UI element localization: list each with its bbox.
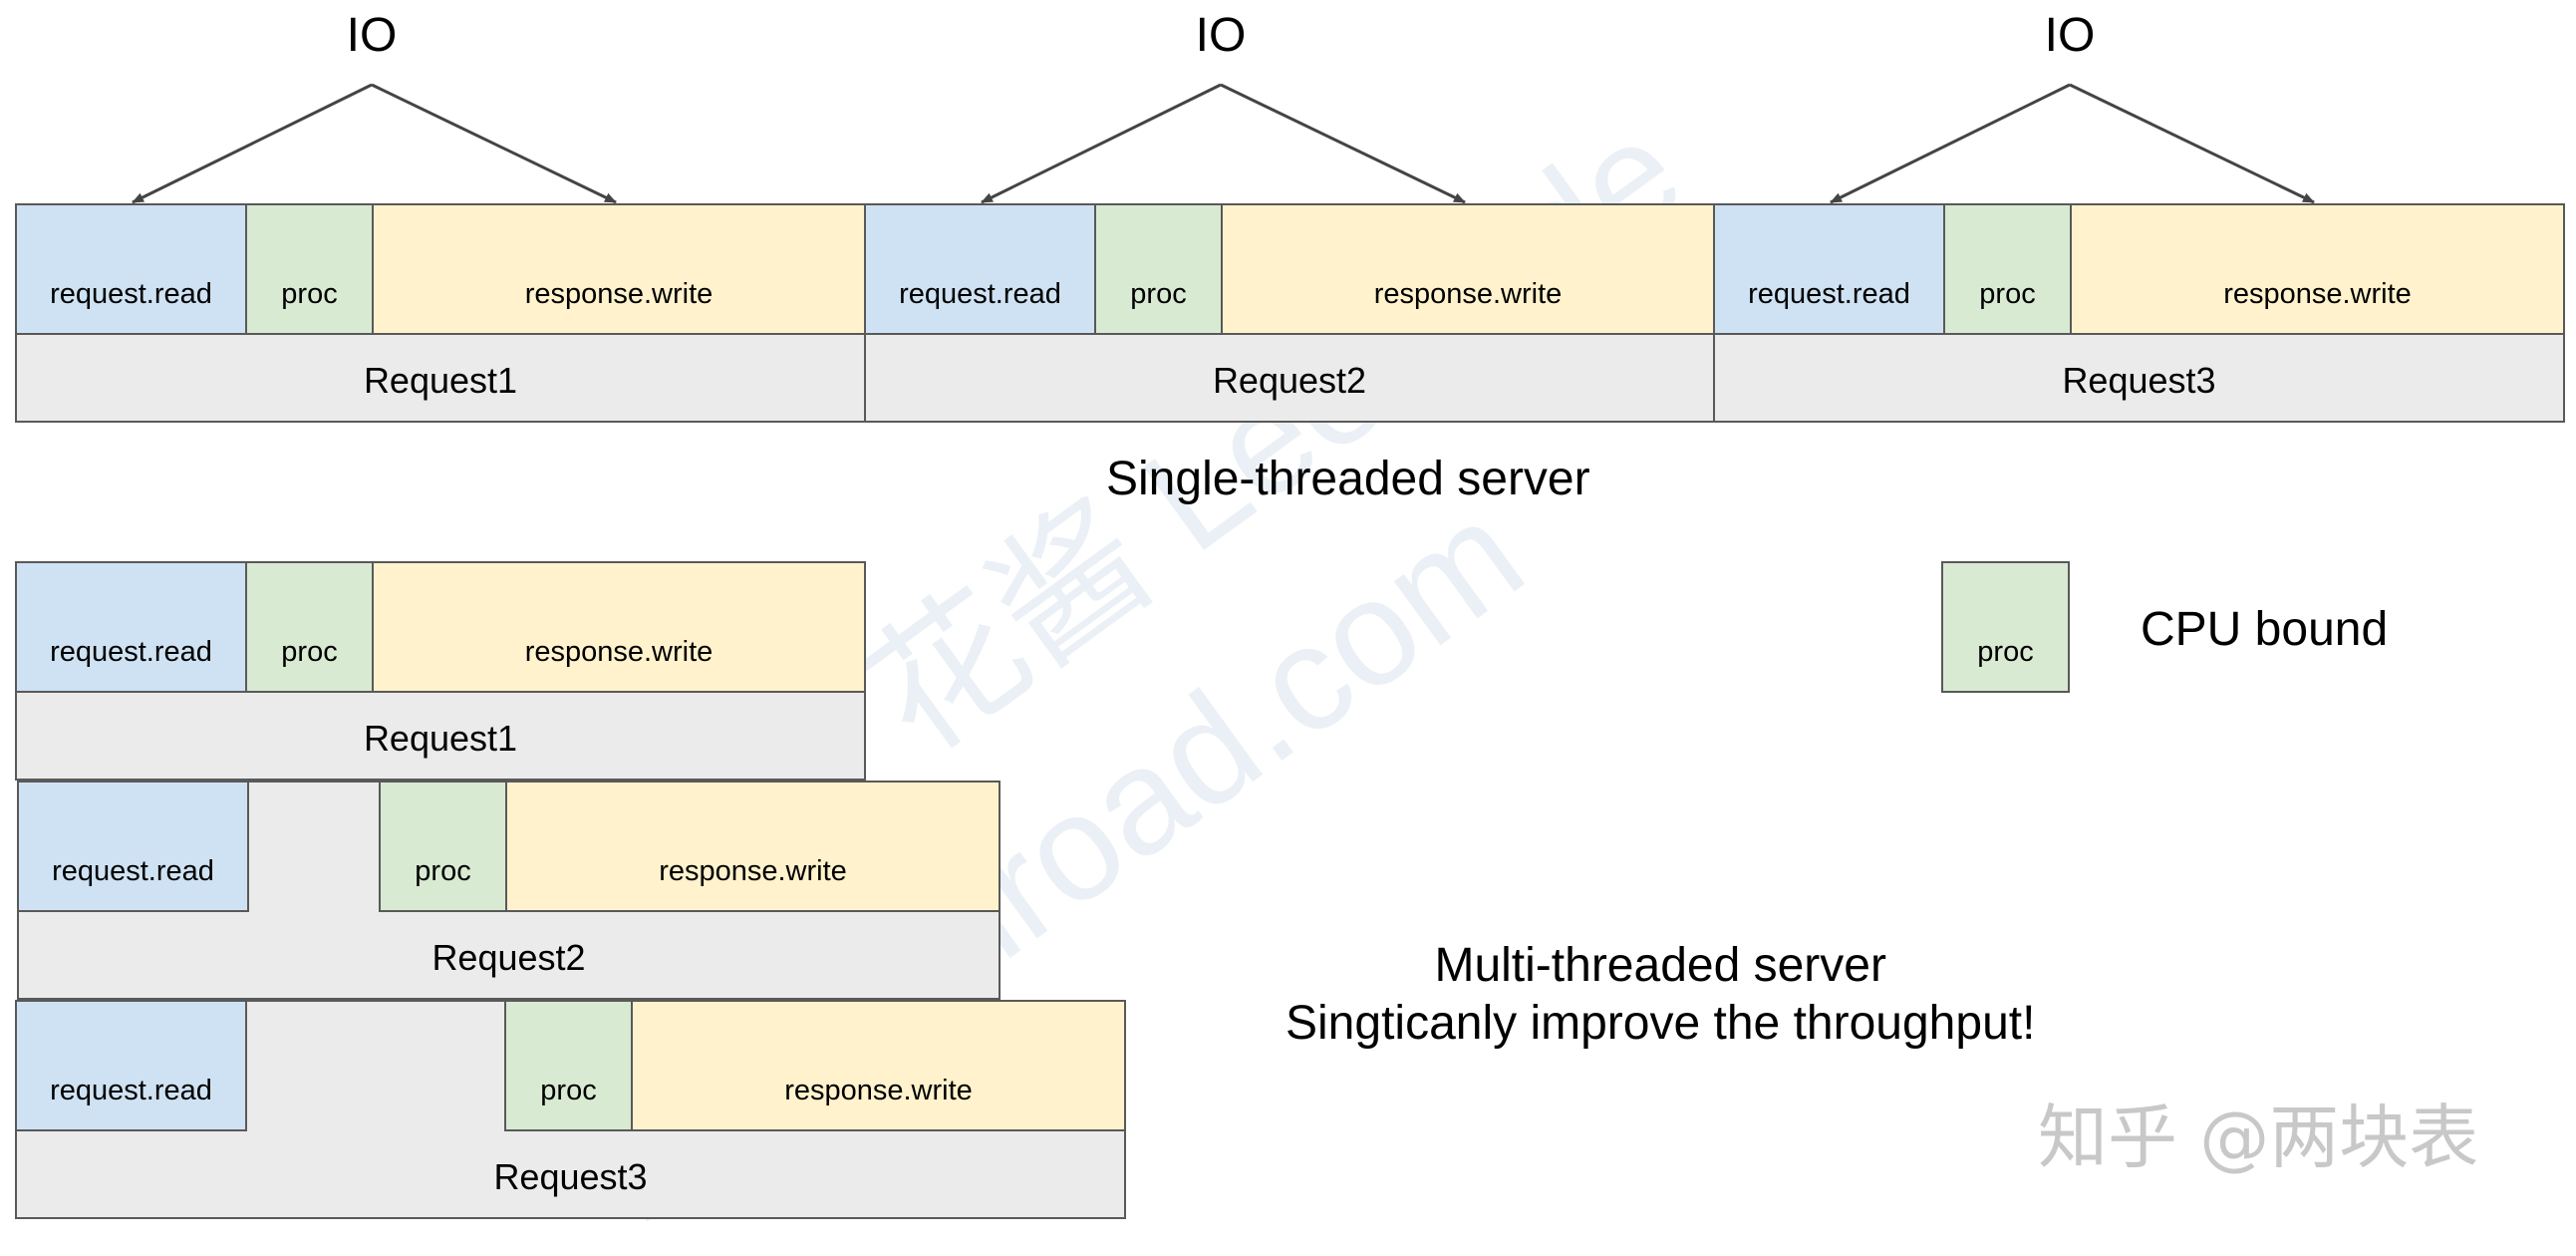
request-read-block: request.read: [17, 781, 249, 912]
response-write-block: response.write: [2070, 203, 2565, 335]
proc-block: proc: [245, 203, 374, 335]
request-read-block: request.read: [15, 203, 247, 335]
legend-cpu-bound-label: CPU bound: [2141, 603, 2389, 656]
watermark-zhihu: 知乎 @两块表: [2038, 1097, 2479, 1178]
multi-threaded-caption-line1: Multi-threaded server: [1434, 939, 1886, 992]
io-arrow-3-right: [2069, 83, 2315, 204]
request-read-block: request.read: [15, 1000, 247, 1131]
multi-threaded-caption: Multi-threaded server Singticanly improv…: [1286, 937, 2035, 1052]
io-arrow-1-right: [371, 83, 617, 204]
io-label-1: IO: [346, 9, 398, 62]
proc-block: proc: [1094, 203, 1223, 335]
multi-threaded-caption-line2: Singticanly improve the throughput!: [1286, 996, 2036, 1050]
request-read-block: request.read: [864, 203, 1096, 335]
response-write-block: response.write: [505, 781, 1001, 912]
request-label-1: Request1: [363, 360, 518, 401]
proc-block: proc: [245, 561, 374, 693]
request-label-3: Request3: [493, 1156, 648, 1197]
request-label-1: Request1: [363, 718, 518, 759]
io-arrow-2-right: [1220, 83, 1466, 204]
response-write-block: response.write: [372, 561, 866, 693]
response-write-block: response.write: [1221, 203, 1715, 335]
io-label-2: IO: [1195, 9, 1247, 62]
proc-block: proc: [504, 1000, 633, 1131]
proc-block: proc: [379, 781, 507, 912]
request-label-2: Request2: [431, 937, 586, 978]
io-arrow-3-left: [1830, 83, 2071, 204]
request-label-3: Request3: [2062, 360, 2216, 401]
response-write-block: response.write: [372, 203, 866, 335]
legend-proc-swatch: proc: [1941, 561, 2070, 693]
request-read-block: request.read: [15, 561, 247, 693]
request-label-2: Request2: [1212, 360, 1367, 401]
io-arrow-2-left: [981, 83, 1222, 204]
io-arrow-1-left: [132, 83, 373, 204]
single-threaded-caption: Single-threaded server: [1106, 453, 1590, 505]
io-label-3: IO: [2044, 9, 2096, 62]
response-write-block: response.write: [631, 1000, 1126, 1131]
io-arrows: [132, 83, 2315, 204]
request-read-block: request.read: [1713, 203, 1945, 335]
